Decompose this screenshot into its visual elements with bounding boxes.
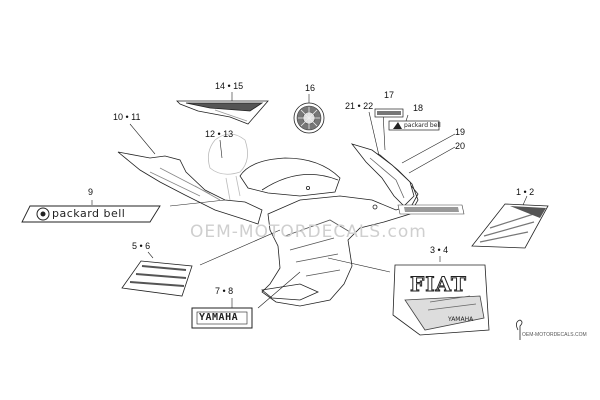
callout-19: 19 bbox=[455, 127, 466, 137]
credit-text: OEM-MOTORDECALS.COM bbox=[522, 332, 587, 338]
callout-3-4: 3 • 4 bbox=[430, 245, 449, 255]
rider-sketch bbox=[207, 133, 248, 201]
yamaha-plate-text: YAMAHA bbox=[199, 312, 239, 323]
callout-1-2: 1 • 2 bbox=[516, 187, 535, 197]
seat bbox=[239, 157, 341, 197]
tail-stripes bbox=[149, 167, 221, 201]
decal-side-stripe bbox=[397, 204, 465, 215]
decal-fiat-panel bbox=[392, 264, 490, 336]
callout-21-22: 21 • 22 bbox=[345, 101, 374, 111]
callout-12-13: 12 • 13 bbox=[205, 129, 234, 139]
yamaha-small-text: YAMAHA bbox=[448, 316, 474, 323]
packard-bell-large-text: packard bell bbox=[52, 207, 126, 220]
callout-18: 18 bbox=[413, 103, 424, 113]
decal-tail-cowl bbox=[176, 100, 269, 125]
callout-7-8: 7 • 8 bbox=[215, 286, 234, 296]
tail-section bbox=[117, 151, 263, 225]
callout-16: 16 bbox=[305, 83, 316, 93]
decal-side-triangle bbox=[471, 203, 549, 249]
callout-9: 9 bbox=[88, 187, 94, 197]
callout-5-6: 5 • 6 bbox=[132, 241, 151, 251]
decal-packard-bell-small bbox=[388, 120, 440, 131]
decal-tank-emblem bbox=[293, 102, 325, 134]
callout-10-11: 10 • 11 bbox=[113, 112, 141, 122]
packard-bell-small-text: packard bell bbox=[404, 122, 441, 129]
callout-17: 17 bbox=[384, 90, 395, 100]
decal-stripe-panel bbox=[121, 260, 193, 297]
lower-cowl bbox=[261, 283, 319, 301]
fairing-graphic bbox=[284, 219, 351, 277]
leader-lines bbox=[91, 92, 528, 309]
callout-14-15: 14 • 15 bbox=[215, 81, 244, 91]
watermark: OEM-MOTORDECALS.com bbox=[190, 222, 427, 242]
fiat-text: FIAT bbox=[410, 272, 467, 297]
callout-20: 20 bbox=[455, 141, 466, 151]
decal-small-tag bbox=[374, 108, 404, 118]
decal-nose-fairing bbox=[350, 143, 415, 207]
decal-yamaha-plate bbox=[191, 307, 253, 329]
fairing-bolt bbox=[372, 204, 378, 210]
credit-logo-icon bbox=[516, 319, 523, 340]
seat-bolt bbox=[305, 185, 310, 190]
decal-packard-bell-large bbox=[21, 205, 161, 223]
fuel-tank-line bbox=[261, 174, 339, 191]
